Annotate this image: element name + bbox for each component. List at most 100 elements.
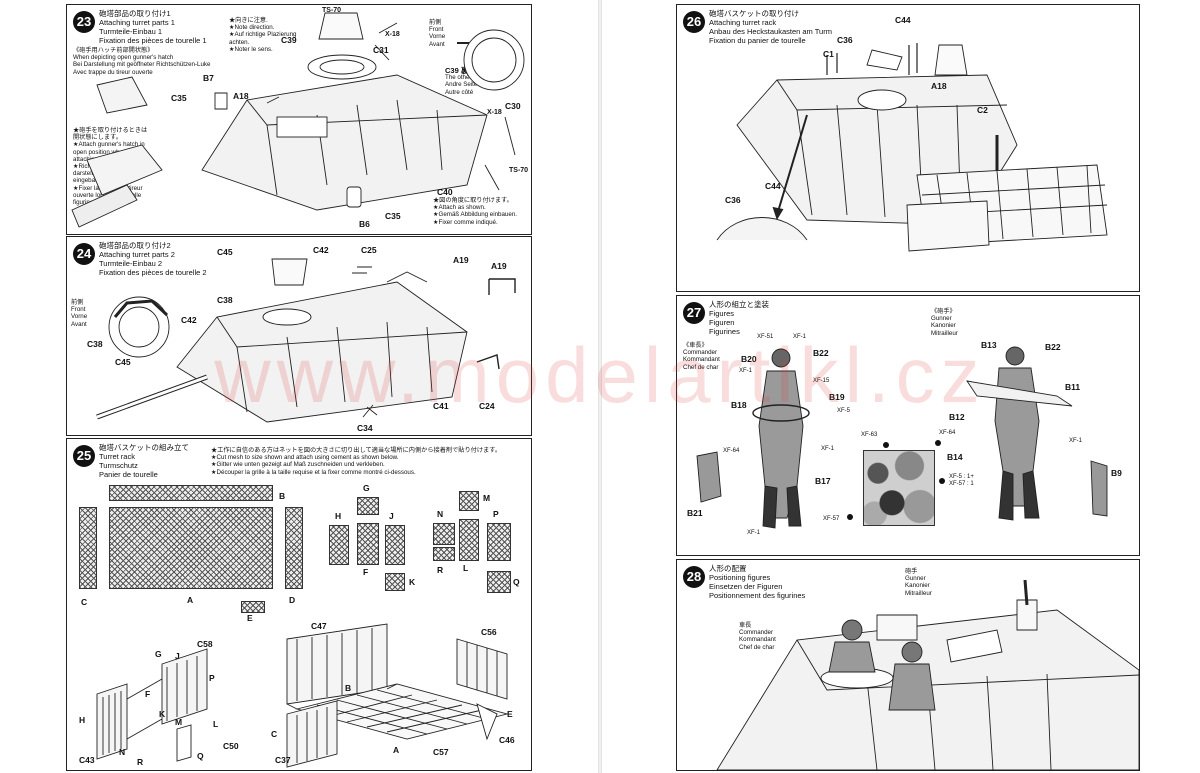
paint-mix-label: XF-57 : 1: [949, 481, 974, 487]
part-label: B18: [731, 400, 747, 410]
part-label: A18: [931, 81, 947, 91]
part-label: Q: [197, 751, 204, 761]
part-label: B14: [947, 452, 963, 462]
mesh-label: E: [247, 613, 253, 623]
part-label: C2: [977, 105, 988, 115]
step-24-front-label: 前側 Front Vorne Avant: [71, 299, 88, 328]
part-label: X-18: [385, 31, 400, 38]
step-26-number: 26: [683, 11, 705, 33]
part-label: C46: [499, 735, 515, 745]
part-label: C45: [217, 247, 233, 257]
part-label: C42: [313, 245, 329, 255]
commander-heading: 《車長》 Commander Kommandant Chef de char: [683, 342, 720, 371]
part-label: C41: [433, 401, 449, 411]
step-24-titles: 砲塔部品の取り付け2 Attaching turret parts 2 Turm…: [99, 241, 207, 277]
part-label: C1: [823, 49, 834, 59]
step-27-number: 27: [683, 302, 705, 324]
paint-marker: [883, 442, 889, 448]
paint-label: XF-51: [757, 334, 774, 340]
part-label: C34: [357, 423, 373, 433]
part-label: L: [213, 719, 219, 729]
step-25-titles: 砲塔バスケットの組み立て Turret rack Turmschutz Pani…: [99, 443, 189, 479]
part-label: C38: [87, 339, 103, 349]
part-label: C25: [361, 245, 377, 255]
step-26-panel: 26 砲塔バスケットの取り付け Attaching turret rack An…: [676, 4, 1140, 292]
mesh-label: F: [363, 567, 369, 577]
part-label: A18: [233, 91, 249, 101]
paint-label: XF-63: [861, 432, 878, 438]
step-24-number: 24: [73, 243, 95, 265]
part-label: M: [175, 717, 183, 727]
part-label: A: [393, 745, 400, 755]
mesh-label: D: [289, 595, 296, 605]
paint-label: XF-1: [739, 368, 753, 374]
part-label: C47: [311, 621, 327, 631]
part-label: B20: [741, 354, 757, 364]
part-label: C37: [275, 755, 291, 765]
part-label: B11: [1065, 382, 1081, 392]
part-label: C40: [437, 187, 453, 197]
step-27-titles: 人形の組立と塗装 Figures Figuren Figurines: [709, 300, 769, 336]
part-label: J: [175, 651, 180, 661]
part-label: C38: [217, 295, 233, 305]
mesh-piece-m: [459, 491, 479, 511]
mesh-piece-o: [433, 547, 455, 561]
paint-label: XF-1: [821, 446, 835, 452]
step-26-titles: 砲塔バスケットの取り付け Attaching turret rack Anbau…: [709, 9, 832, 45]
step-23-number: 23: [73, 11, 95, 33]
part-label: C56: [481, 627, 497, 637]
step-25-rack-drawing: [96, 623, 509, 768]
step-28-panel: 28 人形の配置 Positioning figures Einsetzen d…: [676, 559, 1140, 771]
part-label: R: [137, 757, 144, 767]
mesh-label: P: [493, 509, 499, 519]
mesh-piece-h: [329, 525, 349, 565]
part-label: C57: [433, 747, 449, 757]
mesh-piece-l: [459, 519, 479, 561]
mesh-piece-i: [357, 523, 379, 565]
part-label: C50: [223, 741, 239, 751]
part-label: K: [159, 709, 166, 719]
paint-marker: [935, 440, 941, 446]
part-label: C31: [373, 45, 389, 55]
mesh-piece-j: [385, 525, 405, 565]
part-label: C44: [895, 15, 911, 25]
part-label: A19: [491, 261, 507, 271]
step-27-panel: 27 人形の組立と塗装 Figures Figuren Figurines 《車…: [676, 295, 1140, 556]
part-label: B21: [687, 508, 703, 518]
gunner-heading: 《砲手》 Gunner Kanonier Mitrailleur: [931, 308, 958, 337]
paint-marker: [939, 478, 945, 484]
mesh-label: J: [389, 511, 394, 521]
step-25-mesh-note: ★工作に自信のある方はネットを図の大きさに切り出して適当な場所に内側から接着剤で…: [211, 447, 502, 476]
paint-label: XF-64: [723, 448, 740, 454]
part-label: F: [145, 689, 151, 699]
page-fold: [598, 0, 602, 773]
paint-label: XF-1: [747, 530, 761, 536]
step-26-turret-drawing: [716, 43, 1108, 252]
mesh-piece-q: [487, 571, 511, 593]
mesh-piece-a: [109, 507, 273, 589]
paint-mix-label: XF-5 : 1+: [949, 474, 974, 480]
step-25-number: 25: [73, 445, 95, 467]
step-28-gunner-label: 砲手 Gunner Kanonier Mitrailleur: [905, 568, 932, 597]
part-label: X-18: [487, 109, 502, 116]
mesh-label: A: [187, 595, 194, 605]
step-23-other-side-label: C39 裏面 The other side Andre Seite Autre …: [445, 66, 485, 96]
step-28-number: 28: [683, 566, 705, 588]
step-27-figures-drawing: [696, 346, 1108, 529]
part-label: C36: [725, 195, 741, 205]
mesh-label: L: [463, 563, 469, 573]
part-label: B19: [829, 392, 845, 402]
step-23-panel: 23 砲塔部品の取り付け1 Attaching turret parts 1 T…: [66, 4, 532, 235]
part-label: C24: [479, 401, 495, 411]
part-label: A19: [453, 255, 469, 265]
part-label: B12: [949, 412, 965, 422]
part-label: B13: [981, 340, 997, 350]
part-label: C36: [837, 35, 853, 45]
paint-label: XF-64: [939, 430, 956, 436]
mesh-label: N: [437, 509, 444, 519]
step-28-positioning-drawing: [716, 579, 1139, 770]
part-label: C35: [171, 93, 187, 103]
part-label: C58: [197, 639, 213, 649]
part-label: E: [507, 709, 513, 719]
part-label: C: [271, 729, 278, 739]
